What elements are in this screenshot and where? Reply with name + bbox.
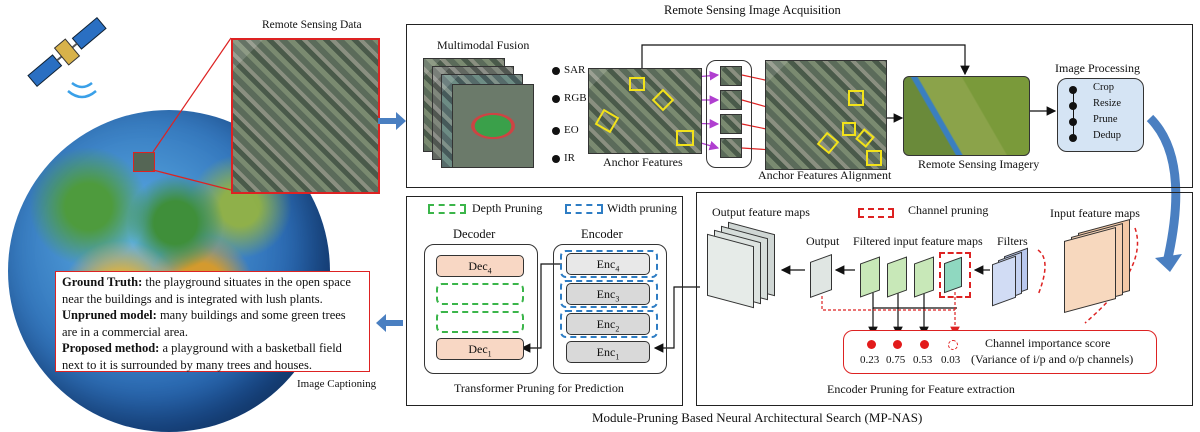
remote-sensing-data-image bbox=[231, 38, 380, 194]
encoder-pruning-panel bbox=[696, 192, 1193, 406]
encoder-layer-3: Enc3 bbox=[566, 283, 650, 305]
anchor-box bbox=[676, 130, 694, 146]
modality-ir: IR bbox=[564, 152, 575, 164]
score-value: 0.03 bbox=[941, 354, 961, 366]
filtered-map bbox=[860, 256, 880, 298]
width-pruned-encoder-4 bbox=[560, 250, 658, 278]
aligned-box bbox=[866, 150, 882, 166]
modality-eo: EO bbox=[564, 124, 579, 136]
proposed-caption: Proposed method: a playground with a bas… bbox=[62, 341, 342, 372]
decoder-label: Decoder bbox=[453, 227, 496, 241]
encoder-label: Encoder bbox=[581, 227, 623, 241]
depth-pruning-legend-swatch bbox=[428, 204, 466, 214]
unpruned-caption: Unpruned model: many buildings and some … bbox=[62, 308, 346, 339]
pruned-decoder-layer bbox=[436, 283, 524, 305]
width-pruned-encoder-2 bbox=[560, 310, 658, 338]
caption-panel: Ground Truth: the playground situates in… bbox=[55, 271, 370, 372]
score-dot bbox=[893, 340, 902, 349]
modality-rgb: RGB bbox=[564, 92, 587, 104]
encoder-block bbox=[553, 244, 667, 374]
anchor-features-image bbox=[588, 68, 702, 154]
encoder-layer-2: Enc2 bbox=[566, 313, 650, 335]
crop-tile bbox=[720, 138, 742, 158]
crop-tile bbox=[720, 66, 742, 86]
remote-sensing-data-label: Remote Sensing Data bbox=[262, 19, 362, 31]
score-value: 0.53 bbox=[913, 354, 933, 366]
score-dot-pruned bbox=[948, 340, 958, 350]
crop-tile bbox=[720, 90, 742, 110]
aligned-box bbox=[848, 90, 864, 106]
width-pruning-legend: Width pruning bbox=[607, 201, 677, 215]
filtered-input-label: Filtered input feature maps bbox=[853, 234, 983, 248]
remote-sensing-imagery-label: Remote Sensing Imagery bbox=[918, 157, 1040, 171]
pruned-filtered-map bbox=[939, 252, 971, 298]
decoder-block bbox=[424, 244, 538, 374]
width-pruned-encoder-3 bbox=[560, 280, 658, 308]
output-feature-maps-label: Output feature maps bbox=[712, 205, 810, 219]
score-value: 0.75 bbox=[886, 354, 906, 366]
modality-sar: SAR bbox=[564, 64, 586, 76]
ground-truth-caption: Ground Truth: the playground situates in… bbox=[62, 275, 351, 306]
decoder-layer-4: Dec4 bbox=[436, 255, 524, 277]
decoder-layer-1: Dec1 bbox=[436, 338, 524, 360]
score-dot bbox=[920, 340, 929, 349]
filters-label: Filters bbox=[997, 234, 1028, 248]
channel-pruning-legend-swatch bbox=[858, 208, 894, 218]
remote-sensing-imagery-image bbox=[903, 76, 1030, 156]
aligned-box bbox=[842, 122, 856, 136]
encoder-layer-4: Enc4 bbox=[566, 253, 650, 275]
channel-importance-panel bbox=[843, 330, 1157, 374]
satellite-icon bbox=[20, 5, 115, 105]
depth-pruning-legend: Depth Pruning bbox=[472, 201, 543, 215]
filtered-map bbox=[914, 256, 934, 298]
anchor-box bbox=[629, 77, 645, 91]
encoder-pruning-title: Encoder Pruning for Feature extraction bbox=[827, 382, 1015, 396]
image-captioning-label: Image Captioning bbox=[297, 378, 377, 390]
filtered-map bbox=[887, 256, 907, 298]
input-feature-maps-label: Input feature maps bbox=[1050, 206, 1140, 220]
footer-title: Module-Pruning Based Neural Architectura… bbox=[592, 410, 923, 425]
processing-prune: Prune bbox=[1093, 114, 1118, 125]
transformer-pruning-title: Transformer Pruning for Prediction bbox=[454, 381, 624, 395]
importance-subtitle: (Variance of i/p and o/p channels) bbox=[971, 352, 1134, 366]
acquisition-title: Remote Sensing Image Acquisition bbox=[664, 3, 841, 17]
image-processing-label: Image Processing bbox=[1055, 61, 1140, 75]
pruned-decoder-layer bbox=[436, 311, 524, 333]
crop-tile bbox=[720, 114, 742, 134]
processing-crop: Crop bbox=[1093, 82, 1114, 93]
anchor-features-label: Anchor Features bbox=[603, 155, 683, 169]
score-dot bbox=[867, 340, 876, 349]
multimodal-fusion-label: Multimodal Fusion bbox=[437, 38, 530, 52]
encoder-layer-1: Enc1 bbox=[566, 341, 650, 363]
width-pruning-legend-swatch bbox=[565, 204, 603, 214]
anchor-alignment-label: Anchor Features Alignment bbox=[758, 168, 892, 182]
output-label: Output bbox=[806, 234, 840, 248]
processing-dedup: Dedup bbox=[1093, 130, 1121, 141]
score-value: 0.23 bbox=[860, 354, 880, 366]
transformer-panel bbox=[406, 196, 683, 406]
processing-resize: Resize bbox=[1093, 98, 1121, 109]
crop-group bbox=[706, 60, 752, 168]
importance-title: Channel importance score bbox=[985, 336, 1111, 350]
acquisition-panel bbox=[406, 24, 1193, 188]
zoom-region-marker bbox=[133, 152, 155, 172]
channel-pruning-legend: Channel pruning bbox=[908, 203, 989, 217]
